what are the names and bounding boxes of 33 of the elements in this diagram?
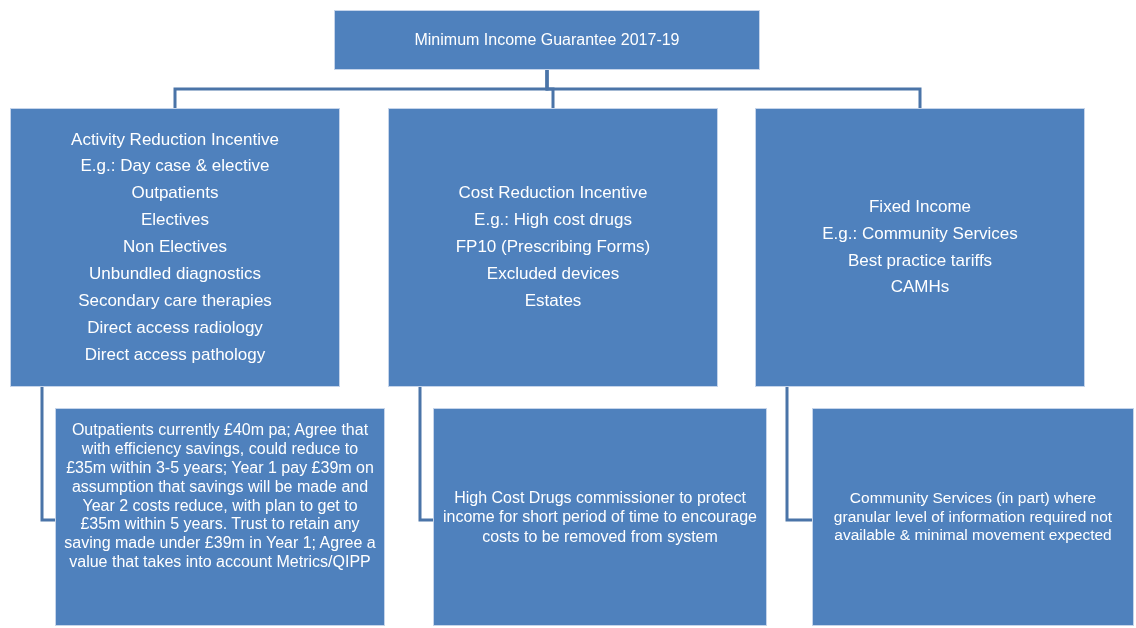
box-text: Direct access pathology	[84, 343, 266, 366]
category-box	[755, 108, 1085, 387]
category-box	[55, 408, 385, 626]
box-text: Electives	[141, 209, 209, 232]
box-text: Outpatients	[131, 182, 219, 205]
box-text: Activity Reduction Incentive	[71, 128, 279, 151]
connector-line	[545, 70, 922, 108]
box-text: Best practice tariffs	[847, 249, 993, 272]
box-text: Non Electives	[123, 236, 227, 259]
box-text: E.g.: Community Services	[822, 222, 1018, 245]
box-text: Cost Reduction Incentive	[458, 182, 648, 205]
box-text: Secondary care therapies	[78, 289, 272, 312]
connector-line	[785, 387, 812, 522]
box-text: FP10 (Prescribing Forms)	[455, 236, 651, 259]
box-text: CAMHs	[890, 276, 950, 299]
category-box	[10, 108, 340, 387]
box-text: Estates	[524, 289, 582, 312]
box-text: E.g.: Day case & elective	[80, 155, 270, 178]
title-box	[334, 10, 760, 70]
box-text: Community Services (in part) where granular level of information required not available & minimal movement expected	[832, 489, 1114, 545]
category-box	[388, 108, 718, 387]
connector-line	[40, 387, 55, 522]
box-text: E.g.: High cost drugs	[474, 209, 632, 232]
category-box	[812, 408, 1134, 626]
box-text: Excluded devices	[486, 262, 620, 285]
box-text: Outpatients currently £40m pa; Agree that with efficiency savings, could reduce to £35m within 3-5 years; Year 1 pay £39m on assumption that savings will be made and Year 2 costs reduce, with plan to get to £35m within 5 years. Trust to retain any saving made under £39m in Year 1; Agree a value that takes into account Metrics/QIPP	[64, 421, 376, 572]
box-text: Fixed Income	[868, 195, 971, 218]
box-text: Direct access radiology	[87, 316, 263, 339]
box-text: Minimum Income Guarantee 2017-19	[414, 29, 680, 50]
box-text: Unbundled diagnostics	[89, 262, 261, 285]
category-box	[433, 408, 767, 626]
connector-line	[418, 387, 433, 522]
box-text: High Cost Drugs commissioner to protect income for short period of time to encourage costs to be removed from system	[442, 488, 758, 546]
